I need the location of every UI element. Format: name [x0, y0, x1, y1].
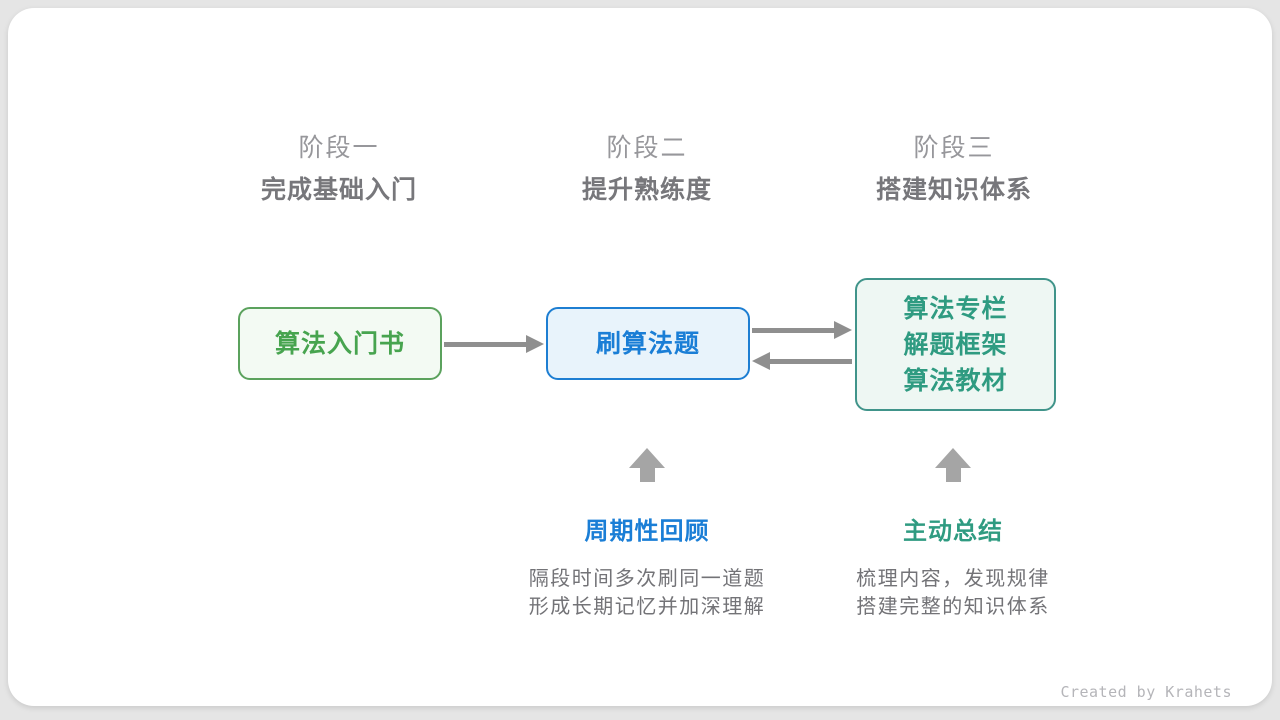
arrow-right-practice-to-resources — [752, 321, 852, 339]
arrow-line — [444, 341, 528, 347]
node-intro-book: 算法入门书 — [238, 307, 442, 380]
stage-header-1: 阶段一 完成基础入门 — [189, 134, 489, 205]
annotation-line: 隔段时间多次刷同一道题 — [528, 568, 766, 590]
stage-header-3: 阶段三 搭建知识体系 — [804, 134, 1104, 205]
arrow-up-stem — [639, 468, 655, 482]
stage-2-sublabel: 提升熟练度 — [581, 176, 712, 204]
annotation-active-summary: 主动总结 梳理内容，发现规律 搭建完整的知识体系 — [773, 518, 1133, 621]
stage-1-sublabel: 完成基础入门 — [260, 176, 417, 204]
node-intro-book-label: 算法入门书 — [274, 329, 405, 358]
credit-text: Created by Krahets — [1060, 683, 1232, 701]
annotation-line: 搭建完整的知识体系 — [856, 596, 1050, 618]
annotation-line: 形成长期记忆并加深理解 — [528, 596, 766, 618]
arrow-up-periodic-review-icon — [629, 448, 665, 482]
annotation-title: 周期性回顾 — [584, 518, 710, 545]
annotation-periodic-review: 周期性回顾 隔段时间多次刷同一道题 形成长期记忆并加深理解 — [467, 518, 827, 621]
node-resources-line-2: 解题框架 — [903, 330, 1008, 359]
stage-header-2: 阶段二 提升熟练度 — [497, 134, 797, 205]
stage-1-label: 阶段一 — [298, 134, 380, 162]
arrow-head-right-icon — [526, 335, 544, 353]
node-resources-line-1: 算法专栏 — [903, 294, 1008, 323]
annotation-title: 主动总结 — [903, 518, 1003, 545]
arrow-up-stem — [945, 468, 961, 482]
node-resources-line-3: 算法教材 — [903, 366, 1008, 395]
node-practice-problems: 刷算法题 — [546, 307, 750, 380]
arrow-line — [752, 327, 836, 333]
stage-3-sublabel: 搭建知识体系 — [875, 176, 1032, 204]
annotation-line: 梳理内容，发现规律 — [856, 568, 1050, 590]
node-practice-problems-label: 刷算法题 — [595, 329, 700, 358]
stage-3-label: 阶段三 — [913, 134, 995, 162]
diagram-card: 阶段一 完成基础入门 阶段二 提升熟练度 阶段三 搭建知识体系 算法入门书 刷算… — [8, 8, 1272, 706]
arrow-up-head — [629, 448, 665, 468]
stage-2-label: 阶段二 — [606, 134, 688, 162]
node-knowledge-resources: 算法专栏 解题框架 算法教材 — [855, 278, 1056, 411]
arrow-right-intro-to-practice — [444, 335, 544, 353]
arrow-line — [768, 358, 852, 364]
arrow-head-right-icon — [834, 321, 852, 339]
arrow-up-active-summary-icon — [935, 448, 971, 482]
arrow-left-resources-to-practice — [752, 352, 852, 370]
arrow-head-left-icon — [752, 352, 770, 370]
arrow-up-head — [935, 448, 971, 468]
